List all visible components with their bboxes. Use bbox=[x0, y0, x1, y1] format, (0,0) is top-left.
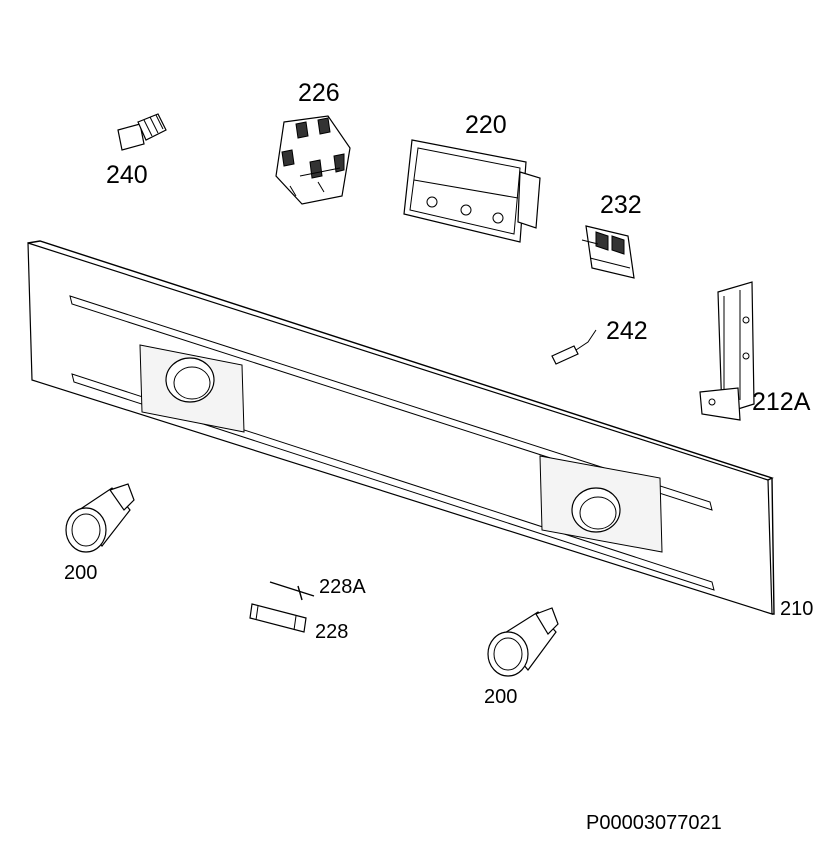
knob-200-left bbox=[65, 483, 135, 553]
pin-228a bbox=[269, 581, 315, 601]
knob-200-center bbox=[487, 607, 559, 677]
connector-232 bbox=[581, 225, 635, 279]
label-242: 242 bbox=[606, 317, 648, 345]
label-200-center: 200 bbox=[484, 686, 517, 708]
lamp-242 bbox=[551, 329, 597, 365]
label-200-left: 200 bbox=[64, 562, 97, 584]
label-232: 232 bbox=[600, 191, 642, 219]
bracket-212a bbox=[699, 281, 755, 421]
label-228a: 228A bbox=[319, 576, 366, 598]
switch-block-226 bbox=[275, 115, 351, 205]
clip-228 bbox=[249, 603, 307, 633]
label-210: 210 bbox=[780, 598, 813, 620]
label-226: 226 bbox=[298, 79, 340, 107]
label-228: 228 bbox=[315, 621, 348, 643]
screw-240 bbox=[117, 113, 167, 151]
label-220: 220 bbox=[465, 111, 507, 139]
label-212a: 212A bbox=[752, 388, 811, 416]
control-panel-210 bbox=[27, 240, 775, 615]
display-module-220 bbox=[403, 139, 541, 243]
drawing-number: P00003077021 bbox=[586, 812, 722, 834]
label-240: 240 bbox=[106, 161, 148, 189]
